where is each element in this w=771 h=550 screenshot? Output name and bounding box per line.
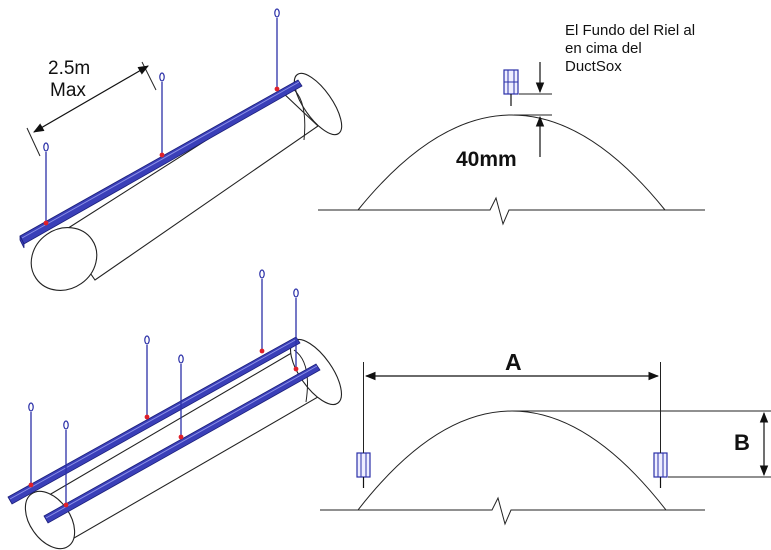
duct-pipe-single bbox=[30, 72, 343, 291]
hanger-2 bbox=[159, 72, 165, 158]
hanger-front-1 bbox=[63, 420, 69, 508]
note-line-1: El Fundo del Riel al bbox=[565, 22, 695, 39]
hanger-front-2 bbox=[178, 354, 184, 440]
hanger-3 bbox=[274, 8, 280, 92]
baseline-top bbox=[318, 196, 705, 226]
rail-clip-right bbox=[653, 452, 668, 488]
rail-clip-left bbox=[356, 452, 371, 488]
rail-back bbox=[7, 336, 301, 505]
hanger-1 bbox=[43, 142, 49, 226]
hanger-back-3 bbox=[259, 269, 265, 354]
rail-front bbox=[43, 363, 321, 524]
dimension-section: A B bbox=[320, 349, 771, 526]
duct-profile-bottom bbox=[357, 410, 667, 511]
dim-b-label: B bbox=[734, 430, 750, 455]
rail-single bbox=[19, 79, 303, 249]
clearance-label: 40mm bbox=[456, 148, 517, 171]
single-rail-isometric: 2.5m Max bbox=[19, 8, 343, 291]
note-line-2: en cima del bbox=[565, 40, 642, 57]
spacing-qualifier: Max bbox=[50, 80, 86, 101]
double-rail-isometric bbox=[7, 269, 342, 550]
duct-profile-top bbox=[357, 114, 666, 211]
hanger-front-3 bbox=[293, 288, 299, 372]
rail-clip-top bbox=[503, 69, 519, 106]
clearance-section: El Fundo del Riel al en cima del DuctSox… bbox=[318, 22, 705, 226]
baseline-bottom bbox=[320, 496, 705, 526]
note-line-3: DuctSox bbox=[565, 58, 622, 75]
hanger-back-2 bbox=[144, 335, 150, 420]
spacing-label: 2.5m bbox=[48, 58, 90, 79]
dim-a-label: A bbox=[505, 349, 522, 375]
hanger-back-1 bbox=[28, 402, 34, 488]
spacing-dimension bbox=[26, 61, 157, 157]
